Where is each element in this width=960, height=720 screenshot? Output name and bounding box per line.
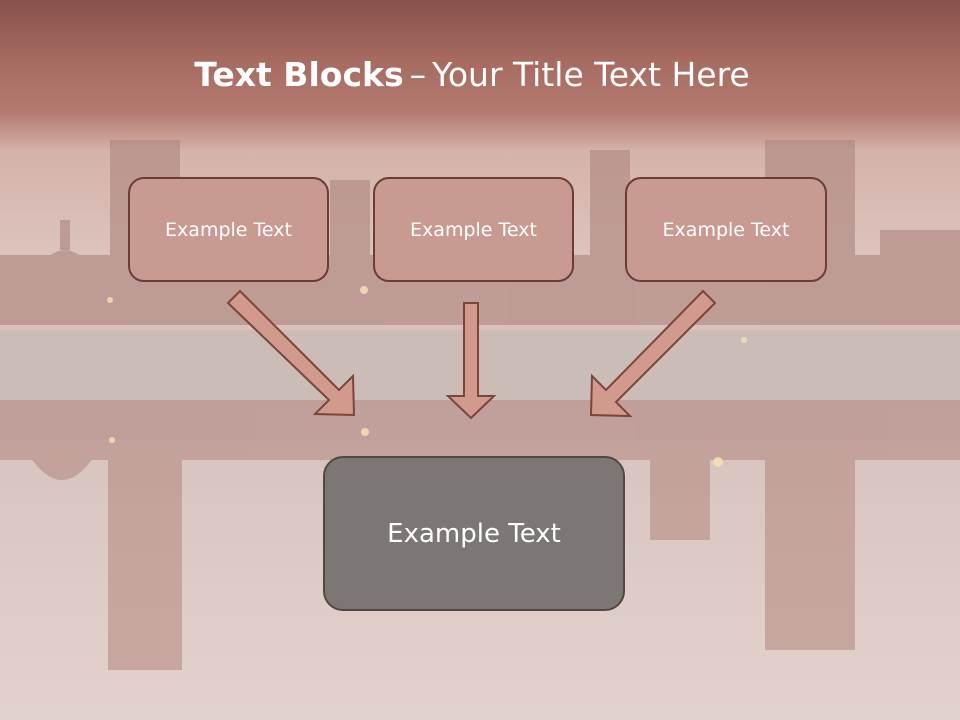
arrow-center xyxy=(445,302,497,420)
example-text-block-3[interactable]: Example Text xyxy=(625,177,827,282)
arrow-right xyxy=(589,289,717,418)
arrow-left xyxy=(226,289,356,417)
title-separator: – xyxy=(409,55,427,94)
main-example-text-block[interactable]: Example Text xyxy=(323,456,625,611)
title-bar xyxy=(0,0,960,150)
title-text: Your Title Text Here xyxy=(432,55,750,94)
example-text-block-2[interactable]: Example Text xyxy=(373,177,574,282)
title-bold-text: Text Blocks xyxy=(194,55,404,94)
slide-title[interactable]: Text Blocks–Your Title Text Here xyxy=(0,54,944,96)
example-text-block-1[interactable]: Example Text xyxy=(128,177,329,282)
